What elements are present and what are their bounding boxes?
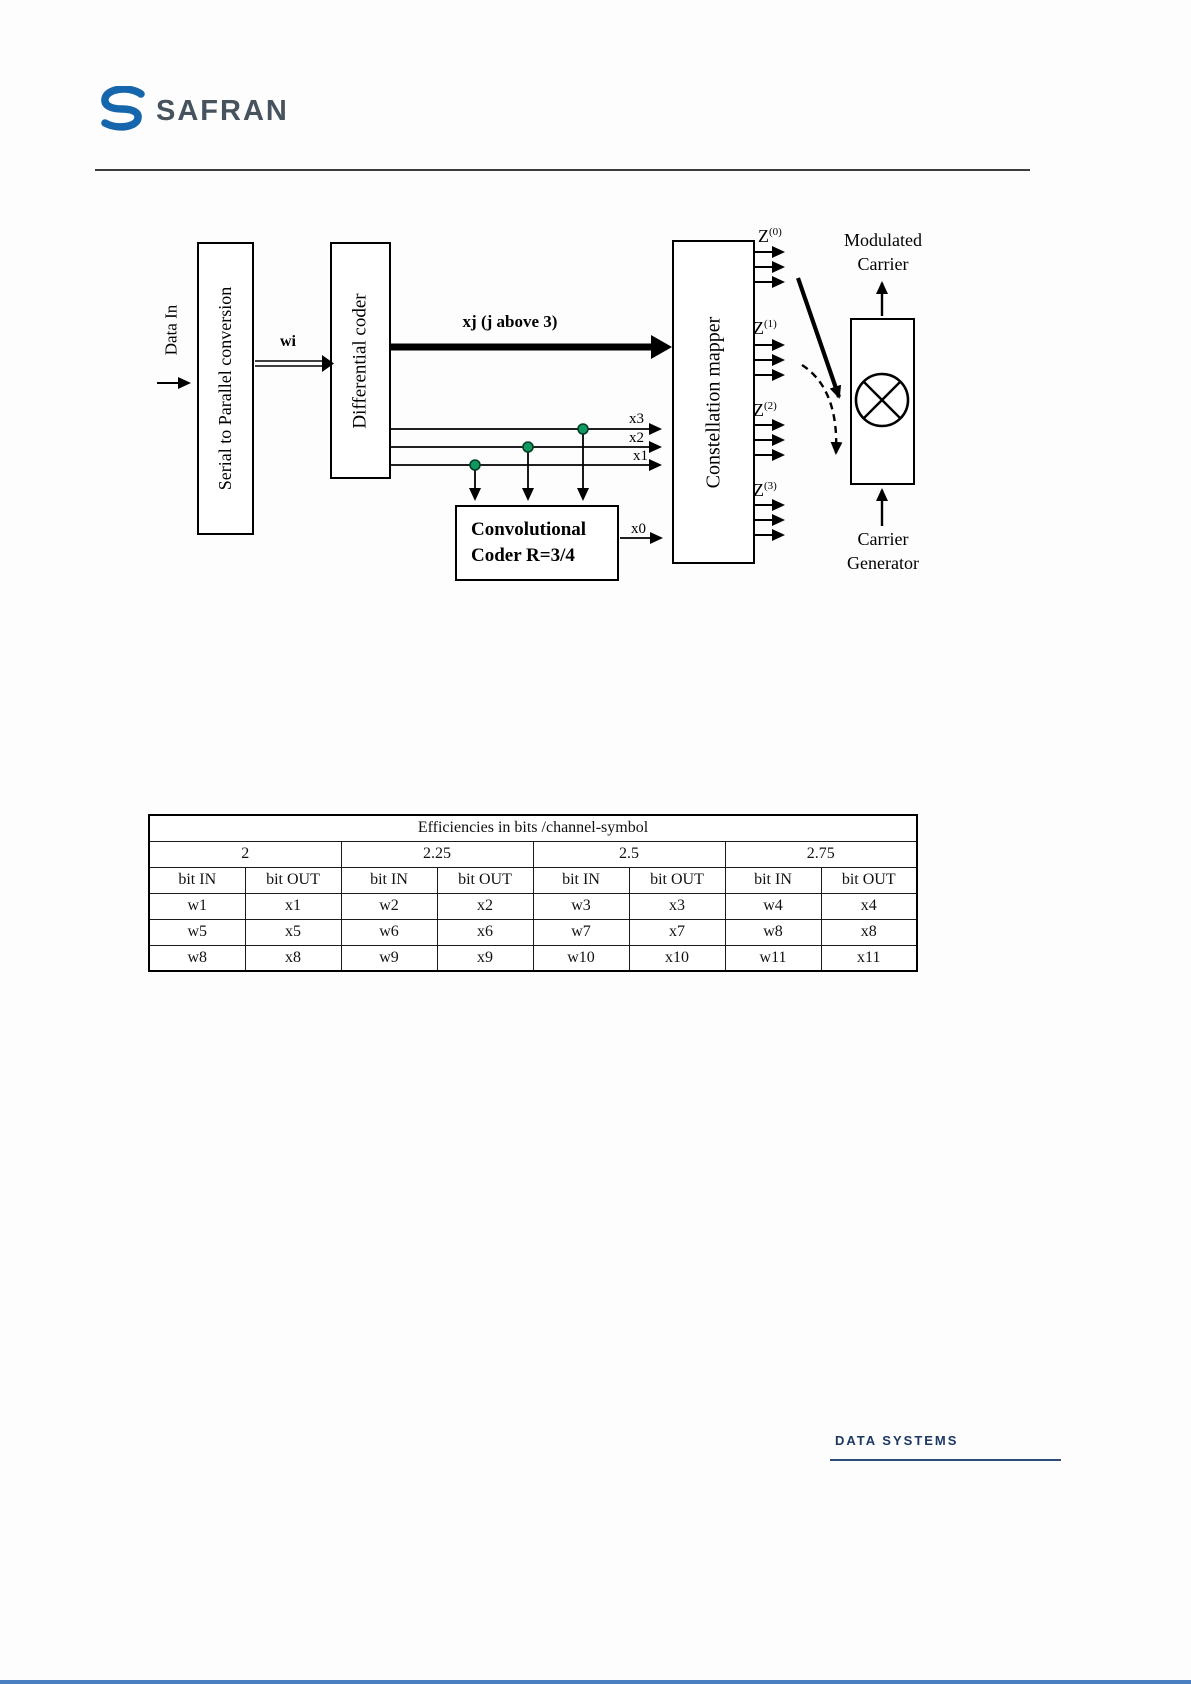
page-bottom-edge <box>0 1680 1191 1684</box>
wi-arrow <box>255 355 334 372</box>
differential-coder-box: Differential coder <box>330 242 391 479</box>
column-header: bit IN <box>340 866 438 894</box>
z3-output-arrows <box>755 499 785 541</box>
table-cell: w8 <box>148 944 246 972</box>
output-label-z1: Z(1) <box>753 318 777 338</box>
footer-brand-text: DATA SYSTEMS <box>835 1433 959 1448</box>
tap-node-x2 <box>522 441 534 453</box>
column-header: bit OUT <box>820 866 918 894</box>
table-cell: w4 <box>724 892 822 920</box>
data-in-label: Data In <box>161 304 181 356</box>
table-cell: w11 <box>724 944 822 972</box>
table-cell: x5 <box>244 918 342 946</box>
x0-label: x0 <box>631 521 646 537</box>
table-cell: x10 <box>628 944 726 972</box>
column-header: bit OUT <box>436 866 534 894</box>
table-cell: w10 <box>532 944 630 972</box>
mixer-box <box>850 318 915 485</box>
convolutional-coder-line2: Coder R=3/4 <box>471 544 575 566</box>
wi-label: wi <box>280 333 296 350</box>
efficiency-table: Efficiencies in bits /channel-symbol 2 2… <box>148 814 918 972</box>
x1-label: x1 <box>633 448 648 464</box>
table-cell: w5 <box>148 918 246 946</box>
safran-swoosh-icon <box>101 86 145 131</box>
x2-label: x2 <box>629 430 644 446</box>
table-cell: x6 <box>436 918 534 946</box>
column-header: bit IN <box>532 866 630 894</box>
column-header: bit IN <box>148 866 246 894</box>
carrier-generator-label: Carrier Generator <box>847 529 919 574</box>
table-row: w1 x1 w2 x2 w3 x3 w4 x4 <box>148 892 918 920</box>
table-row: w5 x5 w6 x6 w7 x7 w8 x8 <box>148 918 918 946</box>
output-label-z2: Z(2) <box>753 400 777 420</box>
column-header: bit IN <box>724 866 822 894</box>
column-header: bit OUT <box>628 866 726 894</box>
group-header-2: 2 <box>148 840 342 868</box>
convolutional-coder-box: Convolutional Coder R=3/4 <box>455 505 619 581</box>
table-cell: x1 <box>244 892 342 920</box>
serial-to-parallel-box: Serial to Parallel conversion <box>197 242 254 535</box>
convolutional-coder-line1: Convolutional <box>471 519 587 540</box>
output-label-z3: Z(3) <box>753 480 777 500</box>
brand-logo: SAFRAN <box>98 86 289 132</box>
table-cell: x3 <box>628 892 726 920</box>
table-cell: x7 <box>628 918 726 946</box>
tap-drop-lines <box>469 423 589 501</box>
z0-output-arrows <box>755 246 785 288</box>
modulated-carrier-label: Modulated Carrier <box>844 230 922 275</box>
table-cell: w2 <box>340 892 438 920</box>
brand-name: SAFRAN <box>156 94 289 127</box>
table-cell: w6 <box>340 918 438 946</box>
table-cell: w9 <box>340 944 438 972</box>
group-header-2-5: 2.5 <box>532 840 726 868</box>
table-row: w8 x8 w9 x9 w10 x10 w11 x11 <box>148 944 918 972</box>
table-cell: x4 <box>820 892 918 920</box>
table-cell: x8 <box>820 918 918 946</box>
table-cell: w1 <box>148 892 246 920</box>
table-cell: x11 <box>820 944 918 972</box>
table-cell: w3 <box>532 892 630 920</box>
constellation-mapper-box: Constellation mapper <box>672 240 755 564</box>
table-cell: w8 <box>724 918 822 946</box>
header-divider <box>95 169 1030 171</box>
z1-output-arrows <box>755 339 785 381</box>
selector-switch <box>796 277 843 455</box>
table-cell: x9 <box>436 944 534 972</box>
table-cell: w7 <box>532 918 630 946</box>
tap-node-x3 <box>577 423 589 435</box>
z2-output-arrows <box>755 419 785 461</box>
tap-node-x1 <box>469 459 481 471</box>
group-header-2-75: 2.75 <box>724 840 918 868</box>
footer-divider <box>830 1459 1061 1461</box>
table-cell: x8 <box>244 944 342 972</box>
column-header: bit OUT <box>244 866 342 894</box>
table-cell: x2 <box>436 892 534 920</box>
table-title: Efficiencies in bits /channel-symbol <box>148 814 918 842</box>
xj-bus-arrow <box>391 335 672 359</box>
x3-label: x3 <box>629 411 644 427</box>
xj-label: xj (j above 3) <box>462 312 558 331</box>
group-header-2-25: 2.25 <box>340 840 534 868</box>
output-label-z0: Z(0) <box>758 226 782 246</box>
